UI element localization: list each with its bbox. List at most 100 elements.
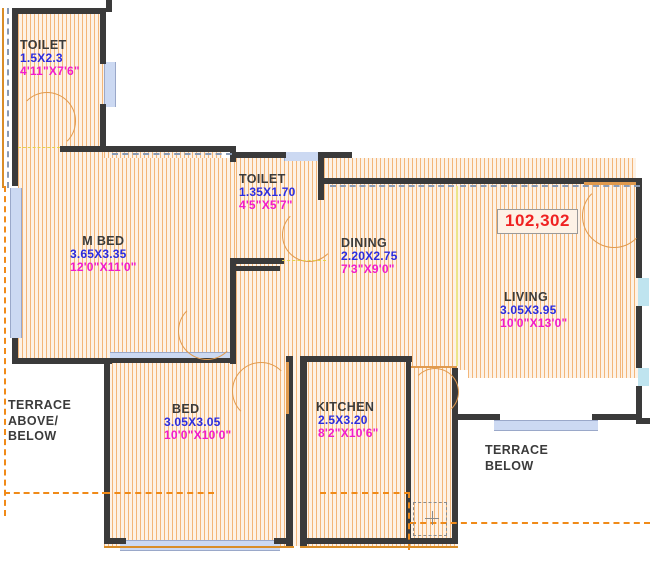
wall-kitchen-left [300,356,307,546]
room-imperial-dimension: 8'2"X10'6" [318,426,379,441]
wall-toilet-top-right-lower [100,104,106,152]
room-imperial-dimension: 4'5"X5'7" [239,198,293,213]
door-swing-utility [411,368,459,416]
edge-dot-left [7,8,9,188]
kitchen-fixture-cross-v [432,511,433,525]
edge-kitchen-bottom-orange [300,546,458,548]
wall-living-right-cap [636,418,650,424]
terrace-right-boundary-bottom [410,522,650,524]
room-imperial-dimension: 10'0"X13'0" [500,316,568,331]
terrace-right-line-2: BELOW [485,458,534,473]
wall-mbed-left-upper [12,152,18,186]
door-threshold-toilet2 [282,260,326,261]
wall-toilet2-right [318,152,324,200]
wall-living-right-lower [636,386,642,418]
void-top-right [222,0,650,158]
wall-utility-left [406,362,411,544]
room-name: TOILET [239,172,286,186]
wall-kitchen-right-lower [452,424,458,544]
terrace-utility-boundary-top [320,492,410,494]
room-metric-dimension: 3.05X3.95 [500,303,557,317]
room-label-toilet-second: TOILET 1.35X1.70 4'5"X5'7" [239,172,296,213]
wall-kitchen-top [300,356,412,362]
wall-bed-bottom [104,538,126,544]
wall-toilet2-bottom [236,258,284,264]
terrace-left-boundary-bottom [4,492,108,494]
unit-number-badge: 102,302 [497,209,578,234]
wall-toilet2-top [236,152,286,158]
door-leaf-entry [584,182,636,185]
window-bed-sill-bottom [120,540,280,551]
wall-living-top [458,178,586,184]
divider-dining-living [456,186,458,366]
wall-bed-top [110,358,236,363]
door-leaf-bed [286,362,289,414]
wall-dot-upper-return [112,153,232,155]
window-toilet-top-right [104,62,116,107]
door-threshold-toilet-top [18,147,60,148]
wall-bed-right [286,356,293,546]
room-imperial-dimension: 7'3"X9'0" [341,262,395,277]
wall-dot-dining-top [330,185,454,187]
terrace-left-boundary-vertical [4,186,6,516]
room-name: BED [172,402,200,416]
door-swing-bed [232,362,290,420]
wall-bed-top-right [230,358,236,364]
room-metric-dimension: 2.20X2.75 [341,249,398,263]
room-label-kitchen: KITCHEN 2.5X3.20 8'2"X10'6" [316,400,378,441]
room-name: M BED [82,234,125,248]
edge-line-left-orange [2,8,4,188]
window-terrace-right-top [494,420,598,431]
wall-mbed-bottom-left [12,358,106,364]
room-metric-dimension: 3.05X3.05 [164,415,221,429]
room-label-m-bed: M BED 3.65X3.35 12'0"X11'0" [70,234,137,275]
wall-terrace-right-top-left [458,414,500,420]
room-label-toilet-top: TOILET 1.5X2.3 4'11"X7'6" [20,38,80,79]
wall-dot-living-top [460,185,640,187]
door-leaf-utility [411,366,457,368]
terrace-right-line-1: TERRACE [485,443,549,457]
void-top-right-of-toilet [104,14,222,150]
terrace-utility-boundary-vertical [408,492,410,550]
door-swing-toilet2 [282,208,336,262]
wall-toilet-top-right-upper [100,8,106,64]
window-living-right-upper [638,278,649,306]
room-name: KITCHEN [316,400,375,414]
room-name: DINING [341,236,388,250]
wall-toilet2-bottom-inner [236,266,280,271]
wall-toilet-top-bottom [60,146,106,152]
kitchen-fixture [413,502,447,536]
door-swing-entry [582,184,646,248]
floor-fill-dining-living [236,158,636,370]
door-swing-mbed [178,302,236,360]
wall-bed-left [104,358,110,544]
wall-bed-bottom-right [274,538,293,544]
room-imperial-dimension: 10'0"X10'0" [164,428,232,443]
room-metric-dimension: 1.35X1.70 [239,185,296,199]
room-metric-dimension: 2.5X3.20 [318,413,368,427]
annotation-terrace-right: TERRACE BELOW [485,443,548,474]
room-name: LIVING [504,290,549,304]
terrace-left-line-2: ABOVE/ [8,413,59,428]
wall-toilet-top-left-outer [12,8,18,152]
wall-terrace-right-top-right [592,414,642,420]
void-terrace-right [458,420,638,562]
terrace-left-line-3: BELOW [8,429,57,444]
wall-living-right-mid [636,306,642,368]
room-metric-dimension: 3.65X3.35 [70,247,127,261]
wall-kitchen-bottom [300,538,458,544]
wall-upper-return-top [106,0,112,12]
edge-bed-bottom-orange [104,546,294,548]
wall-mbed-right-upper [230,152,236,162]
room-label-bed: BED 3.05X3.05 10'0"X10'0" [164,402,231,443]
window-living-right-lower [638,368,649,386]
room-metric-dimension: 1.5X2.3 [20,51,63,65]
wall-living-top-right-stub [586,178,642,183]
annotation-terrace-left: TERRACE ABOVE/ BELOW [8,398,71,445]
room-name: TOILET [20,38,67,52]
void-terrace-left [0,360,104,562]
wall-toilet2-top-right [318,152,352,158]
terrace-left-line-1: TERRACE [8,398,72,412]
wall-toilet-top-top [12,8,106,14]
